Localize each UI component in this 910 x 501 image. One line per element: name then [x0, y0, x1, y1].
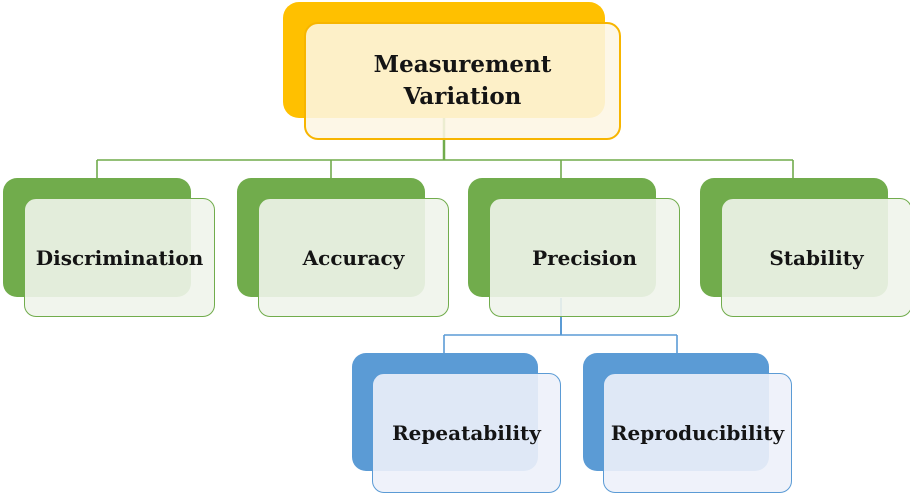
node-label: Accuracy [302, 245, 405, 270]
node-accuracy: Accuracy [258, 198, 449, 317]
node-label: Precision [532, 245, 637, 270]
root-node-measurement-variation: Measurement Variation [304, 22, 621, 140]
node-reproducibility: Reproducibility [603, 373, 792, 493]
node-label: Discrimination [35, 245, 204, 270]
node-stability: Stability [721, 198, 910, 317]
node-precision: Precision [489, 198, 680, 317]
node-label: Stability [769, 245, 864, 270]
node-label: Reproducibility [610, 421, 785, 445]
node-repeatability: Repeatability [372, 373, 561, 493]
node-label: Repeatability [392, 421, 541, 445]
root-node-label: Measurement Variation [373, 51, 552, 110]
node-discrimination: Discrimination [24, 198, 215, 317]
